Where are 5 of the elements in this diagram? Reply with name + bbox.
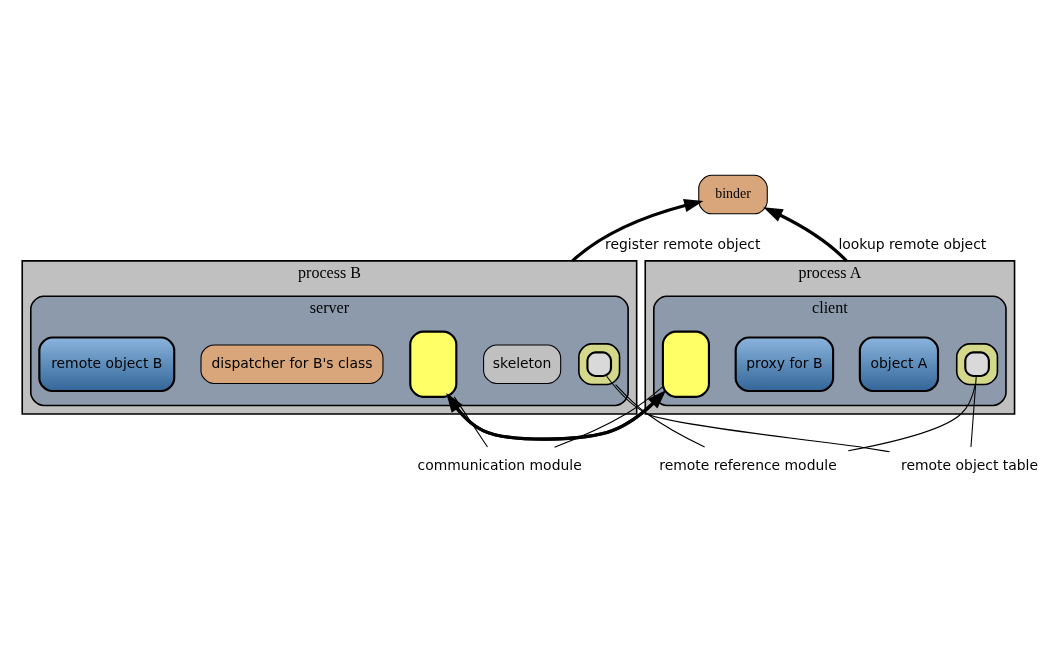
node-text: remote object table bbox=[901, 457, 1039, 474]
node-text: communication module bbox=[417, 457, 582, 474]
edge-label: register remote object bbox=[605, 235, 761, 252]
node-text: remote reference module bbox=[659, 457, 837, 474]
edge-label: lookup remote object bbox=[838, 235, 987, 252]
